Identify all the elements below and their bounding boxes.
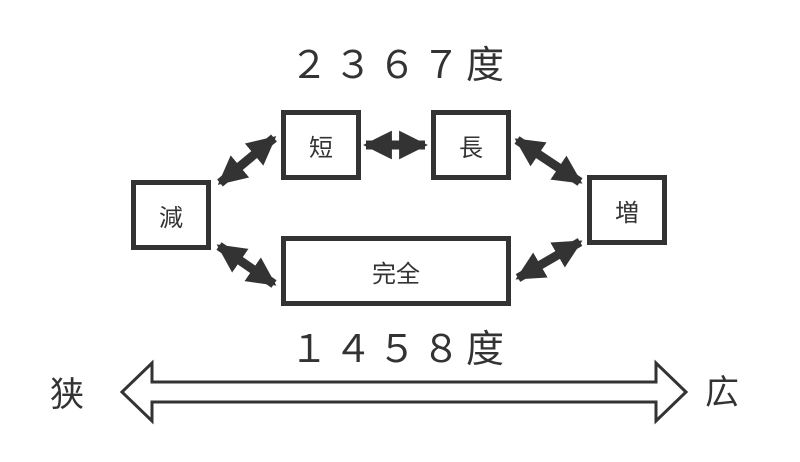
- box-short-label: 短: [309, 133, 333, 162]
- top-caption: ２３６７度: [289, 43, 510, 87]
- box-diminished: 減: [131, 180, 211, 250]
- box-augmented: 増: [587, 175, 667, 245]
- box-long: 長: [431, 110, 511, 180]
- box-augmented-label: 増: [615, 198, 639, 227]
- box-perfect: 完全: [281, 236, 511, 306]
- box-short: 短: [281, 110, 361, 180]
- scale-wide-label: 広: [705, 373, 739, 413]
- scale-double-arrow: [119, 359, 689, 425]
- bottom-caption: １４５８度: [289, 327, 510, 371]
- box-perfect-label: 完全: [372, 259, 420, 288]
- arrow-minus-perfect: [216, 242, 277, 288]
- box-long-label: 長: [459, 133, 483, 162]
- arrow-perfect-plus: [515, 238, 583, 282]
- box-diminished-label: 減: [159, 203, 183, 232]
- arrow-minus-short: [217, 134, 277, 187]
- arrow-long-plus: [514, 136, 583, 186]
- scale-narrow-label: 狭: [50, 375, 84, 415]
